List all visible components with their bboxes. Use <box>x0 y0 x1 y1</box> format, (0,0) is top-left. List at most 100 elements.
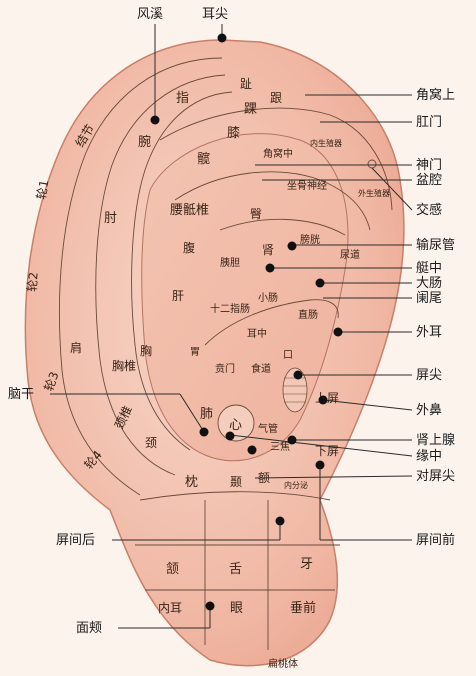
zone-shoulder: 肩 <box>70 340 82 355</box>
lobe-boundary <box>139 491 331 501</box>
dot-central-rim <box>225 431 235 441</box>
dot-cymba-center <box>265 263 275 273</box>
zone-lung: 肺 <box>200 407 213 422</box>
callout-cymba-center: 艇中 <box>416 261 442 276</box>
callout-appendix: 阑尾 <box>416 291 442 306</box>
zone-helix2: 轮2 <box>25 271 41 292</box>
callout-external-ear: 外耳 <box>416 325 442 340</box>
zone-duodenum: 十二指肠 <box>210 302 250 315</box>
callout-brainstem: 脑干 <box>8 387 34 402</box>
tragus-hatch <box>282 367 308 413</box>
callout-pelvis: 盆腔 <box>416 173 442 188</box>
zone-mouth: 口 <box>283 350 293 361</box>
zone-endocrine: 内分泌 <box>284 480 308 490</box>
zone-esophagus: 食道 <box>251 362 271 375</box>
zone-tooth: 牙 <box>300 557 313 572</box>
dot-adrenal <box>287 435 297 445</box>
upper-crus-boundary <box>159 107 393 211</box>
antihelix-boundary <box>95 74 226 476</box>
zone-knee: 膝 <box>227 126 240 141</box>
lower-crus-boundary <box>174 171 371 231</box>
callout-fengxi: 风溪 <box>137 7 163 22</box>
callout-triangular-fossa-top: 角窝上 <box>416 87 455 103</box>
zone-toe: 趾 <box>240 77 252 91</box>
dot-ureter <box>287 241 297 251</box>
callout-tragus-apex: 屏尖 <box>416 368 442 383</box>
zone-ankle: 踝 <box>244 102 257 117</box>
dot-intertragic-back <box>275 516 285 526</box>
callout-anus: 肛门 <box>416 115 442 130</box>
dot-cheek <box>205 601 215 611</box>
dot-external-nose <box>318 395 328 405</box>
zone-finger: 指 <box>176 91 189 106</box>
dot-external-ear <box>333 327 343 337</box>
callout-adrenal: 肾上腺 <box>416 433 455 448</box>
zone-inner-ear: 内耳 <box>158 601 182 615</box>
zone-external-genitals: 外生殖器 <box>358 188 390 198</box>
heart-circle <box>217 404 255 442</box>
callout-intertragic-front: 屏间前 <box>416 532 455 548</box>
callout-cheek: 面颊 <box>76 621 102 636</box>
zone-lumbosacral: 腰骶椎 <box>170 203 209 218</box>
callout-antitragus-apex: 对屏尖 <box>416 469 455 484</box>
zone-liver: 肝 <box>172 289 184 303</box>
zone-chest: 胸 <box>140 343 152 358</box>
zone-internal-genitals: 内生殖器 <box>310 138 342 148</box>
tragus-hatch-lines <box>283 377 307 403</box>
zone-lower-tragus: 下屏 <box>315 444 339 458</box>
zone-kidney: 肾 <box>262 243 274 257</box>
callout-lines <box>50 24 413 629</box>
callout-ear-apex: 耳尖 <box>202 7 228 22</box>
zone-eye: 眼 <box>230 601 243 616</box>
zone-urethra: 尿道 <box>340 248 360 261</box>
zone-pancreas-gallbladder: 胰胆 <box>220 256 240 269</box>
zone-stomach: 胃 <box>190 346 200 358</box>
dot-antitragus-apex <box>247 445 257 455</box>
zone-abdomen: 腹 <box>183 241 195 255</box>
zone-cardia: 贲门 <box>215 362 235 375</box>
zone-wrist: 腕 <box>138 134 151 150</box>
zone-temple: 颞 <box>230 475 242 489</box>
acupoint-dots <box>150 33 343 611</box>
callout-large-intestine: 大肠 <box>416 276 442 291</box>
zone-triangle-center: 角窝中 <box>263 147 293 160</box>
zone-hip: 髋 <box>197 151 210 167</box>
zone-rectum: 直肠 <box>298 308 318 321</box>
callout-sympathetic: 交感 <box>416 202 442 218</box>
callout-shenmen: 神门 <box>416 158 442 173</box>
zone-thoracic: 胸椎 <box>112 358 136 373</box>
dot-ear-apex <box>217 33 227 43</box>
cymba-boundary <box>219 218 346 236</box>
zone-bladder: 膀胱 <box>300 233 320 246</box>
zone-helix3: 轮3 <box>42 370 62 393</box>
dot-large-intestine <box>315 278 325 288</box>
zone-neck: 颈 <box>145 436 157 450</box>
zone-small-intestine: 小肠 <box>258 292 278 304</box>
dot-fengxi <box>150 115 160 125</box>
zone-tongue: 舌 <box>229 562 242 577</box>
dot-intertragic-front <box>315 460 325 470</box>
zone-san-jiao: 三焦 <box>270 440 290 453</box>
zone-ear-center: 耳中 <box>247 327 267 340</box>
dot-brainstem <box>199 427 209 437</box>
zone-lobule-front: 垂前 <box>290 600 316 616</box>
scapha-boundary <box>131 91 233 451</box>
callout-intertragic-back: 屏间后 <box>56 533 95 548</box>
zone-occiput: 枕 <box>185 475 198 490</box>
zone-helix1: 轮1 <box>34 179 51 201</box>
helix-boundary <box>58 57 223 496</box>
zone-trachea: 气管 <box>258 422 278 435</box>
zone-tonsil: 扁桃体 <box>268 657 298 670</box>
zone-buttock: 臀 <box>250 207 262 221</box>
zone-heart: 心 <box>229 418 242 433</box>
zone-jaw: 颔 <box>166 562 179 577</box>
helix-crus-boundary <box>204 299 339 346</box>
callout-ureter: 输尿管 <box>416 237 455 253</box>
zone-heel: 跟 <box>270 91 282 105</box>
callout-central-rim: 缘中 <box>416 449 442 464</box>
callout-external-nose: 外鼻 <box>416 402 442 418</box>
zone-sciatic: 坐骨神经 <box>287 179 327 192</box>
dot-tragus-apex <box>293 370 303 380</box>
zone-elbow: 肘 <box>104 211 117 226</box>
